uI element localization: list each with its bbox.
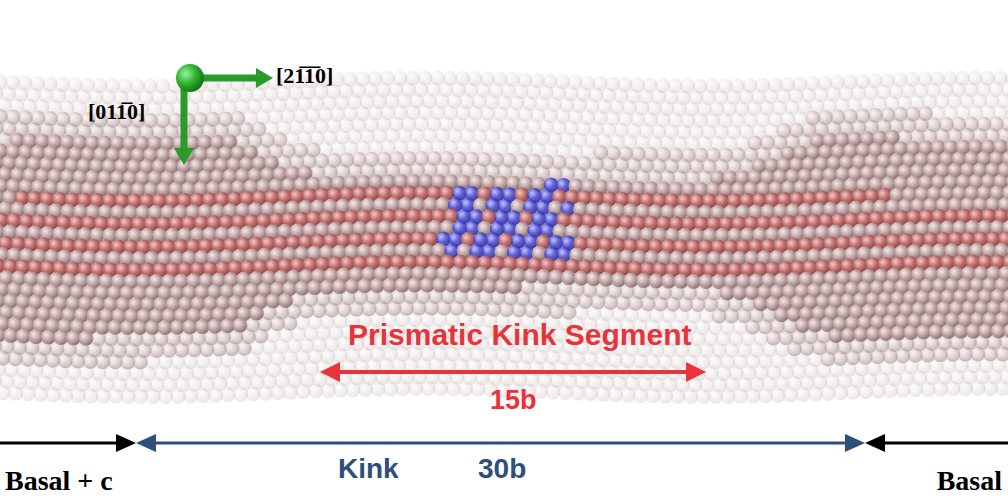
atom-group — [0, 71, 1008, 405]
